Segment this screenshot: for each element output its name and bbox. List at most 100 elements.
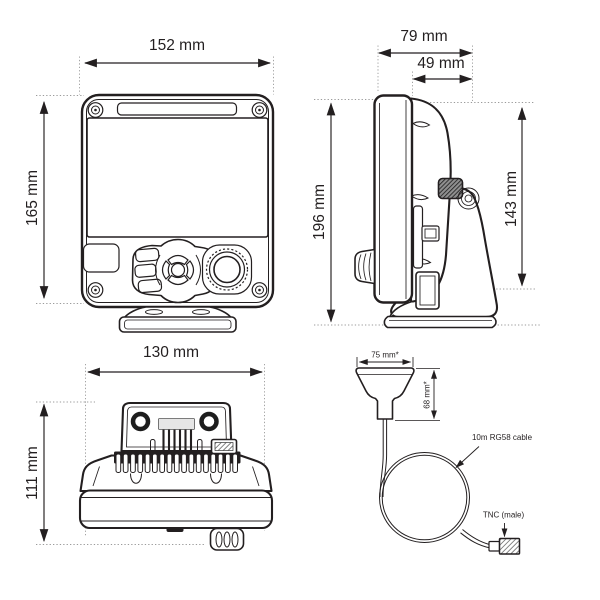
corner-screw bbox=[251, 102, 268, 118]
tnc-connector: TNC (male) bbox=[483, 511, 524, 555]
dpad-right-button bbox=[185, 260, 195, 280]
bracket-foot bbox=[383, 315, 497, 329]
front-screen bbox=[86, 117, 269, 238]
dpad-right-arc bbox=[195, 254, 201, 286]
front-label-strip bbox=[116, 102, 238, 116]
bottom-knob-body bbox=[209, 527, 245, 551]
side-knob-grip bbox=[363, 253, 367, 281]
keypad-button bbox=[137, 278, 163, 294]
bottom-height-dimension: 111 mm bbox=[24, 403, 49, 543]
cable-leader-arrow bbox=[455, 446, 480, 469]
keypad-button bbox=[134, 247, 160, 263]
connector-body bbox=[498, 537, 521, 555]
keypad-cluster bbox=[131, 238, 253, 304]
side-height-dimension: 196 mm bbox=[311, 102, 336, 323]
housing-mark bbox=[92, 466, 100, 487]
bottom-width-label: 130 mm bbox=[143, 344, 199, 361]
housing-mark bbox=[130, 473, 142, 484]
side-bracket-height-label: 143 mm bbox=[503, 171, 520, 227]
heatsink-fins bbox=[114, 451, 241, 473]
housing-mark bbox=[210, 473, 222, 484]
knob-knurl-ring bbox=[205, 248, 249, 291]
front-mounting-bracket bbox=[118, 306, 237, 333]
front-view: 152 mm 165 mm bbox=[24, 37, 275, 333]
front-width-label: 152 mm bbox=[149, 37, 205, 54]
housing-vent bbox=[410, 194, 430, 201]
bottom-knob bbox=[209, 527, 245, 551]
dpad-center bbox=[170, 262, 186, 278]
bottom-width-dimension: 130 mm bbox=[86, 344, 264, 377]
side-depth-label: 79 mm bbox=[400, 28, 447, 45]
antenna-dome bbox=[355, 367, 415, 420]
cable-coil bbox=[379, 452, 470, 543]
side-front-bezel bbox=[373, 94, 414, 304]
keypad-button bbox=[134, 263, 157, 278]
antenna-height-dimension: 68 mm* bbox=[395, 368, 440, 421]
front-width-dimension: 152 mm bbox=[83, 37, 272, 68]
rear-connector bbox=[415, 271, 440, 310]
front-bezel-slab bbox=[373, 94, 414, 304]
dpad-up-button bbox=[167, 254, 189, 266]
bracket-neck bbox=[123, 306, 232, 319]
bottom-front-bezel bbox=[78, 489, 274, 551]
knob-ring bbox=[208, 251, 246, 288]
cable-coil-inner bbox=[381, 454, 468, 541]
side-rotary-knob bbox=[354, 248, 376, 285]
bottom-rear-housing bbox=[79, 438, 273, 493]
bottom-side-connector bbox=[210, 438, 238, 455]
bracket-pivot-center bbox=[464, 194, 473, 203]
rear-connector bbox=[421, 225, 440, 242]
bottom-view: 130 mm 111 mm bbox=[24, 344, 274, 551]
antenna-width-label: 75 mm* bbox=[371, 351, 399, 360]
plate-connector-block bbox=[158, 418, 195, 430]
keypad-buttons bbox=[134, 247, 163, 294]
front-left-panel bbox=[82, 243, 120, 273]
bracket-clamp-knob bbox=[437, 177, 464, 200]
housing-foot-curve bbox=[389, 300, 413, 317]
rear-connector-inner bbox=[419, 275, 436, 306]
dpad-down-button bbox=[167, 274, 189, 286]
side-knob-body bbox=[354, 248, 376, 285]
cable-callout: 10m RG58 cable bbox=[455, 433, 533, 469]
side-bracket-height-dimension: 143 mm bbox=[503, 106, 527, 287]
side-head-depth-dimension: 49 mm bbox=[412, 55, 473, 84]
bracket-clamp bbox=[437, 177, 480, 210]
cable-label: 10m RG58 cable bbox=[472, 433, 533, 442]
corner-screw bbox=[87, 282, 104, 298]
housing-vent bbox=[412, 121, 431, 128]
mounting-plate bbox=[120, 401, 233, 453]
bottom-height-label: 111 mm bbox=[24, 446, 41, 500]
plate-hole bbox=[199, 411, 219, 432]
knob-grip bbox=[231, 531, 239, 548]
dpad bbox=[155, 254, 201, 286]
bracket-slot bbox=[145, 309, 163, 315]
dpad-left-arc bbox=[155, 254, 161, 286]
rear-connector-strip bbox=[412, 205, 424, 269]
antenna-height-label: 68 mm* bbox=[423, 381, 432, 409]
bottom-guide-lines bbox=[36, 364, 265, 545]
antenna-cable bbox=[379, 419, 490, 549]
connector-pins bbox=[162, 429, 193, 451]
bottom-bezel-body bbox=[78, 489, 274, 530]
bottom-tab bbox=[166, 527, 184, 532]
bracket-pivot-ring bbox=[461, 191, 476, 206]
antenna-width-dimension: 75 mm* bbox=[356, 351, 414, 367]
front-guide-lines bbox=[36, 56, 274, 304]
knob-grip bbox=[223, 531, 231, 548]
front-height-dimension: 165 mm bbox=[24, 100, 49, 300]
side-knob-grip bbox=[358, 254, 362, 280]
corner-screw bbox=[251, 282, 268, 298]
side-depth-dimension: 79 mm bbox=[377, 28, 473, 58]
plate-hole bbox=[130, 411, 151, 432]
rotary-knob bbox=[201, 244, 253, 295]
connector-ferrule bbox=[488, 540, 501, 552]
front-device-body bbox=[80, 93, 275, 333]
rear-connectors bbox=[412, 205, 440, 310]
housing-mark bbox=[252, 466, 260, 487]
rear-connector-inner bbox=[424, 228, 437, 239]
antenna-view: 75 mm* 68 mm* 10m RG58 cable bbox=[355, 351, 533, 555]
side-knob-grip bbox=[368, 252, 372, 282]
side-height-label: 196 mm bbox=[311, 184, 328, 240]
corner-screw bbox=[87, 102, 104, 118]
